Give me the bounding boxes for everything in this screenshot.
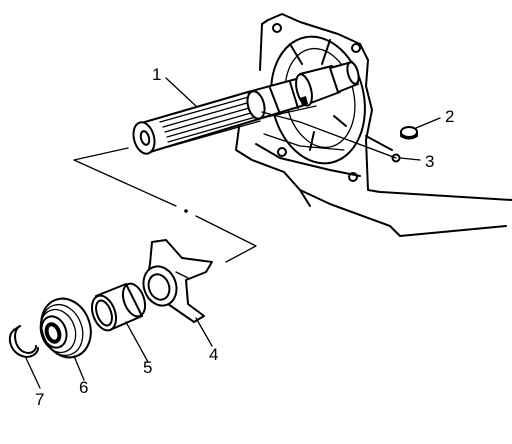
- part-6-seal: [39, 297, 92, 359]
- transmission-case: [235, 13, 512, 237]
- callout-5: 5: [143, 358, 152, 377]
- callout-2: 2: [445, 107, 454, 126]
- part-2-plug: [400, 126, 418, 140]
- leader-6: [73, 355, 85, 381]
- leader-lines: [25, 77, 441, 389]
- part-4-yoke: [142, 239, 213, 323]
- callout-7: 7: [35, 390, 44, 409]
- callout-labels: 1 2 3 4 5 6 7: [35, 65, 454, 409]
- callout-6: 6: [79, 378, 88, 397]
- leader-4: [195, 317, 213, 347]
- leader-7: [25, 357, 41, 389]
- alignment-line-main: [73, 147, 257, 263]
- part-5-sleeve: [90, 282, 147, 332]
- alignment-line-shaft: [261, 111, 397, 159]
- callout-1: 1: [152, 65, 161, 84]
- callout-3: 3: [425, 152, 434, 171]
- leader-3: [399, 157, 421, 161]
- callout-4: 4: [209, 345, 218, 364]
- output-shaft: [132, 61, 360, 155]
- leader-2: [415, 117, 441, 129]
- leader-1: [165, 77, 197, 107]
- leader-5: [125, 321, 149, 363]
- part-7-snap-ring: [8, 325, 39, 358]
